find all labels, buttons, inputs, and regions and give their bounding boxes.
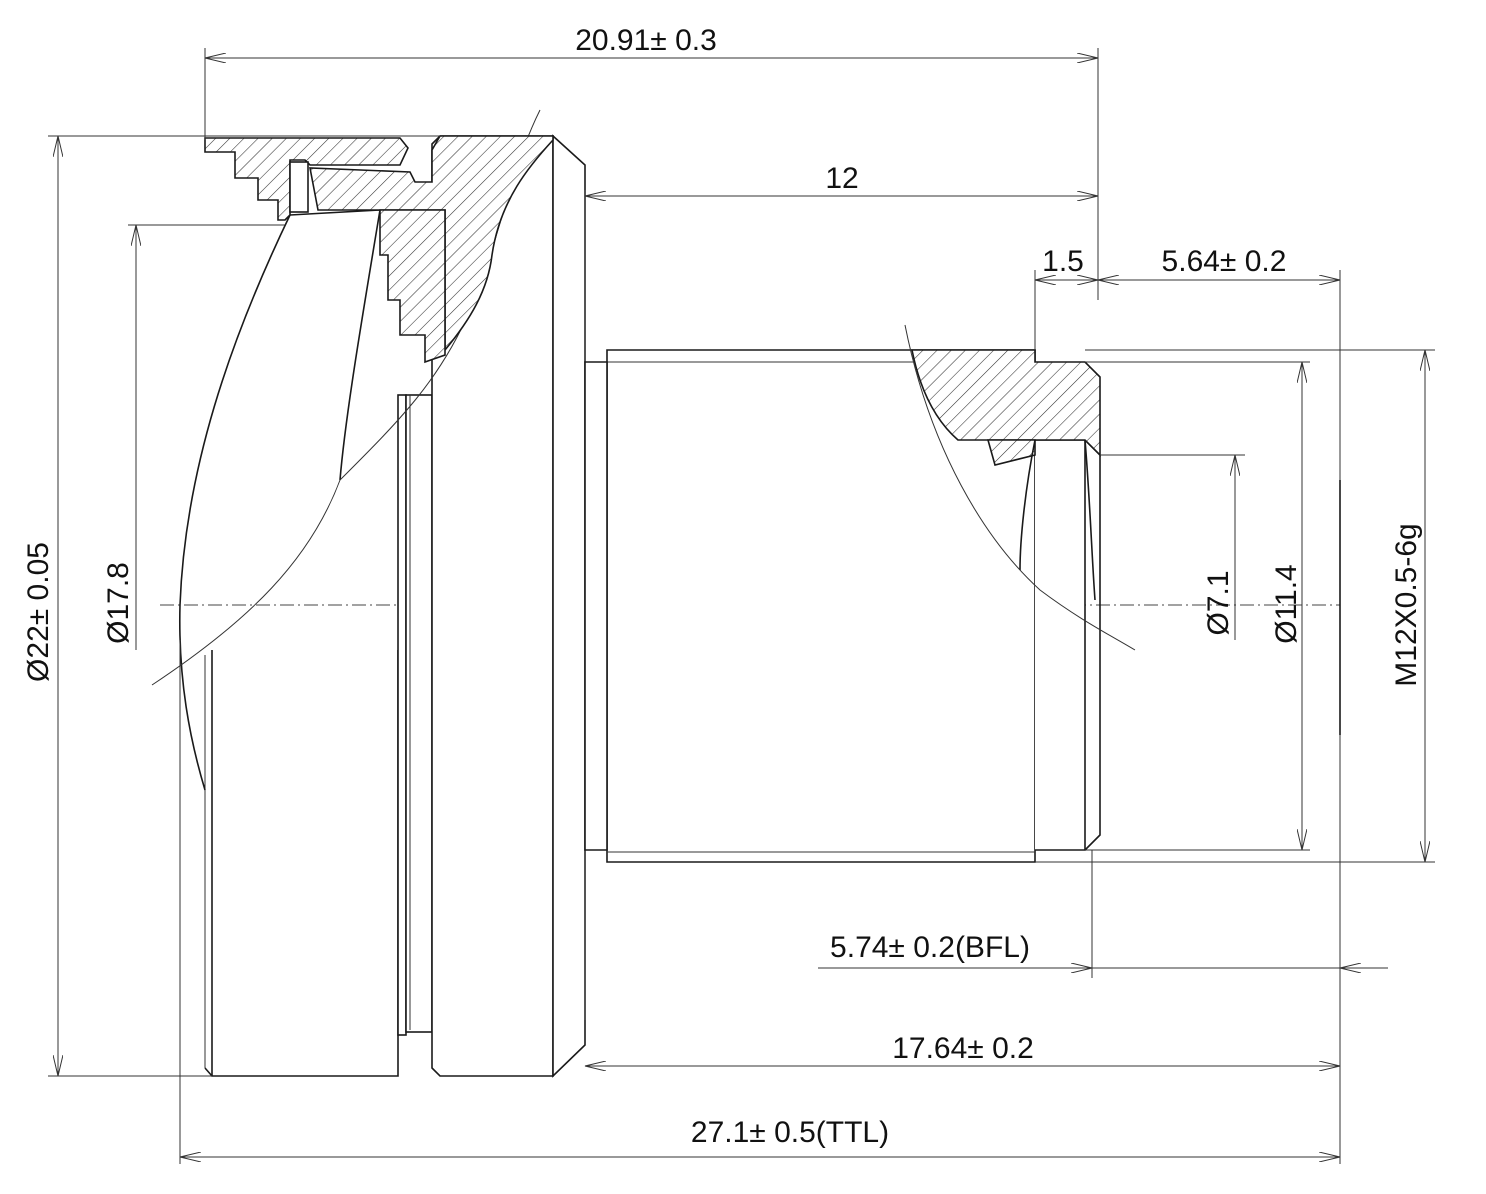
dim-outer-diameter: Ø22± 0.05 (22, 542, 55, 682)
dim-overall-barrel-length: 20.91± 0.3 (575, 24, 717, 57)
dim-rear-barrel-diameter: Ø11.4 (1270, 564, 1303, 644)
front-barrel (204, 394, 433, 1077)
dim-front-lens-diameter: Ø17.8 (102, 562, 135, 644)
front-section-hatching (204, 135, 554, 364)
dim-ttl: 27.1± 0.5(TTL) (691, 1116, 889, 1149)
dim-rear-aperture-diameter: Ø7.1 (1202, 570, 1235, 635)
dim-bfl: 5.74± 0.2(BFL) (830, 931, 1030, 964)
dim-flange-to-sensor: 5.64± 0.2 (1162, 245, 1287, 278)
dim-thread-spec: M12X0.5-6g (1390, 523, 1423, 686)
dimension-lines (48, 48, 1435, 1164)
dim-thread-length: 12 (825, 162, 858, 195)
rear-barrel (584, 349, 1101, 863)
dim-mount-to-sensor: 17.64± 0.2 (892, 1032, 1034, 1065)
rear-section-hatching (904, 324, 1136, 651)
flange-ring (431, 134, 586, 1078)
dim-flange-step: 1.5 (1042, 245, 1084, 278)
